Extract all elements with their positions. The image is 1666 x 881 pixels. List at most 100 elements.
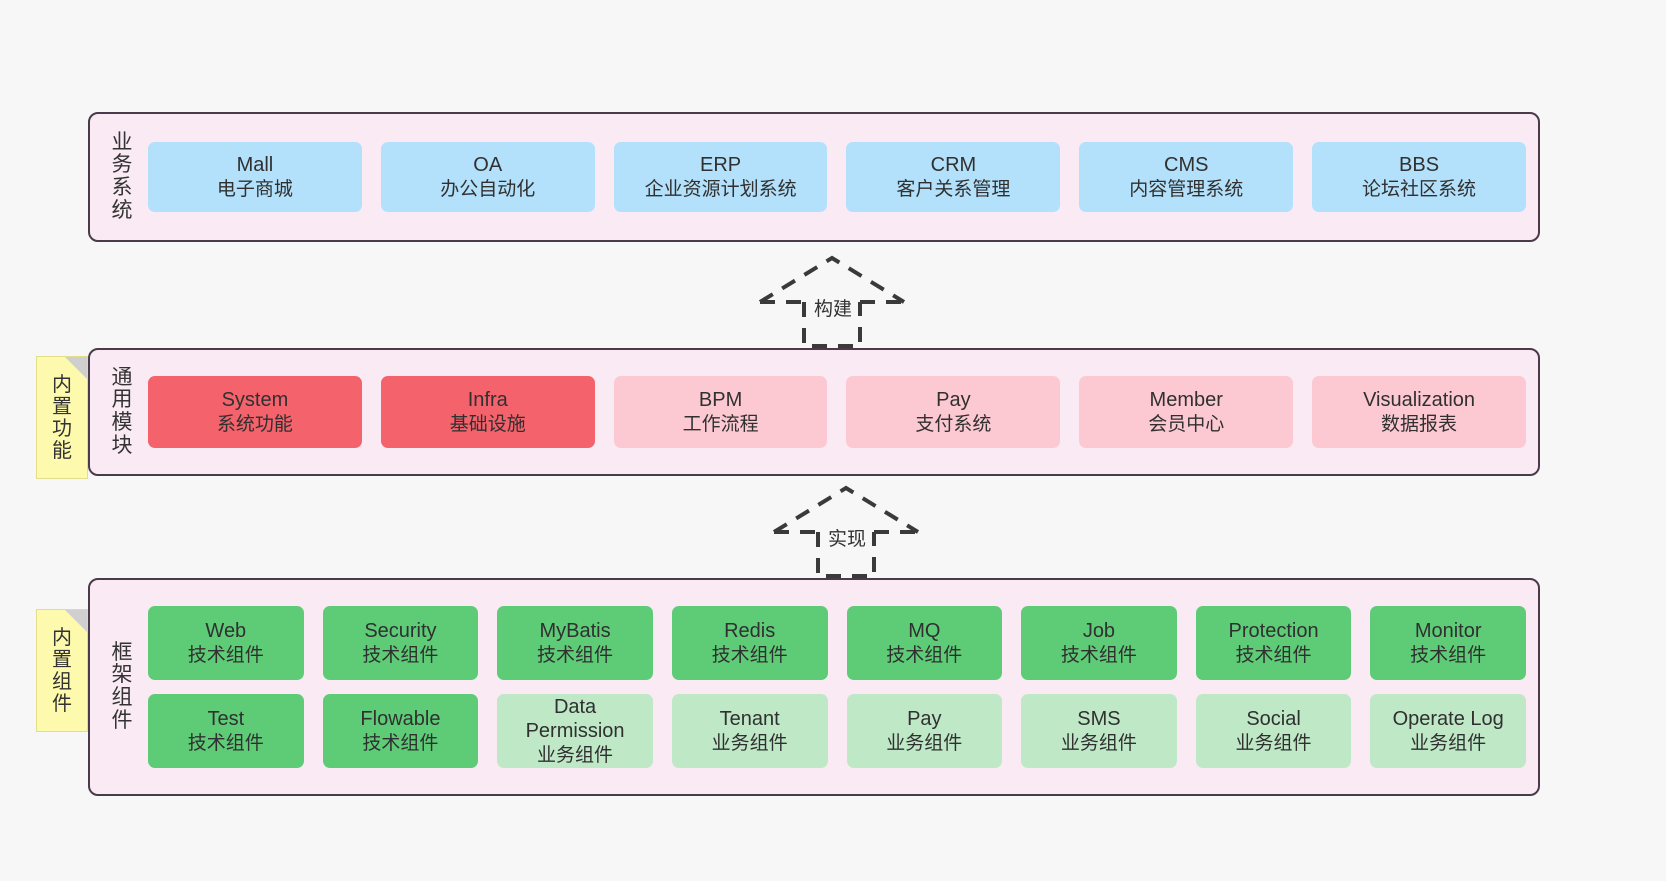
card-subtitle: 技术组件 <box>537 644 614 666</box>
note-char: 置 <box>52 648 72 671</box>
card-title: Mall <box>236 154 274 177</box>
card-bpm[interactable]: BPM 工作流程 <box>613 376 828 448</box>
layer-framework-component: 框 架 组 件 Web 技术组件 Security 技术组件 MyBatis 技… <box>88 578 1540 796</box>
card-title: Security <box>364 620 437 643</box>
layer-business-system-title: 业 务 系 统 <box>102 124 142 230</box>
card-flowable[interactable]: Flowable 技术组件 <box>322 694 479 768</box>
arrow-implement-label: 实现 <box>828 529 867 550</box>
note-char: 内 <box>52 626 72 649</box>
card-mq[interactable]: MQ 技术组件 <box>846 606 1003 680</box>
card-subtitle: 会员中心 <box>1148 413 1225 435</box>
card-subtitle: 技术组件 <box>1060 644 1137 666</box>
card-tenant[interactable]: Tenant 业务组件 <box>671 694 828 768</box>
card-mall[interactable]: Mall 电子商城 <box>148 142 362 212</box>
arrow-implement: 实现 <box>766 482 926 580</box>
title-char: 统 <box>111 198 133 222</box>
note-char: 能 <box>52 439 72 462</box>
card-subtitle: 业务组件 <box>1235 732 1312 754</box>
card-member[interactable]: Member 会员中心 <box>1079 376 1294 448</box>
card-title: Pay <box>907 708 942 731</box>
title-char: 模 <box>111 411 133 434</box>
title-char: 系 <box>111 176 133 199</box>
card-monitor[interactable]: Monitor 技术组件 <box>1370 606 1526 680</box>
card-subtitle: 技术组件 <box>187 644 264 666</box>
card-title: Test <box>207 708 245 731</box>
card-subtitle: 电子商城 <box>216 178 293 200</box>
card-subtitle: 系统功能 <box>216 413 293 435</box>
card-security[interactable]: Security 技术组件 <box>322 606 479 680</box>
layer-framework-component-title: 框 架 组 件 <box>102 590 142 784</box>
card-subtitle: 技术组件 <box>1410 644 1487 666</box>
card-subtitle: 业务组件 <box>1060 732 1137 754</box>
note-fold-icon <box>65 610 87 632</box>
business-cards: Mall 电子商城 OA 办公自动化 ERP 企业资源计划系统 CRM 客户关系… <box>142 124 1526 230</box>
card-subtitle: 技术组件 <box>886 644 963 666</box>
card-infra[interactable]: Infra 基础设施 <box>380 376 595 448</box>
card-subtitle: 基础设施 <box>449 413 526 435</box>
layer-business-system: 业 务 系 统 Mall 电子商城 OA 办公自动化 ERP 企业资源计划系统 … <box>88 112 1540 242</box>
card-row: System 系统功能 Infra 基础设施 BPM 工作流程 Pay 支付系统… <box>148 376 1526 448</box>
card-cms[interactable]: CMS 内容管理系统 <box>1079 142 1294 212</box>
note-char: 置 <box>52 395 72 418</box>
card-title: Infra <box>467 389 508 412</box>
card-redis[interactable]: Redis 技术组件 <box>671 606 828 680</box>
common-cards: System 系统功能 Infra 基础设施 BPM 工作流程 Pay 支付系统… <box>142 360 1526 464</box>
card-title: Social <box>1246 708 1301 731</box>
arrow-build-glyph <box>758 255 906 348</box>
card-pay-component[interactable]: Pay 业务组件 <box>846 694 1003 768</box>
card-subtitle: 客户关系管理 <box>896 178 1011 200</box>
card-web[interactable]: Web 技术组件 <box>148 606 304 680</box>
note-builtin-function: 内 置 功 能 <box>36 356 88 479</box>
card-title: MyBatis <box>539 620 611 643</box>
card-subtitle: 技术组件 <box>362 732 439 754</box>
card-title: Operate Log <box>1392 708 1504 731</box>
card-subtitle: 技术组件 <box>711 644 788 666</box>
card-bbs[interactable]: BBS 论坛社区系统 <box>1312 142 1526 212</box>
card-sms[interactable]: SMS 业务组件 <box>1021 694 1177 768</box>
card-row: Mall 电子商城 OA 办公自动化 ERP 企业资源计划系统 CRM 客户关系… <box>148 142 1526 212</box>
card-title: SMS <box>1077 708 1121 731</box>
card-title: MQ <box>908 620 941 643</box>
card-subtitle: 业务组件 <box>711 732 788 754</box>
card-title: Tenant <box>719 708 780 731</box>
card-social[interactable]: Social 业务组件 <box>1195 694 1352 768</box>
card-protection[interactable]: Protection 技术组件 <box>1195 606 1352 680</box>
layer-common-module: 通 用 模 块 System 系统功能 Infra 基础设施 BPM 工作流程 … <box>88 348 1540 476</box>
title-char: 框 <box>111 640 133 664</box>
card-subtitle: 论坛社区系统 <box>1362 178 1477 200</box>
note-char: 功 <box>52 417 72 440</box>
card-title: Job <box>1082 620 1116 643</box>
card-visualization[interactable]: Visualization 数据报表 <box>1312 376 1526 448</box>
note-char: 内 <box>52 373 72 396</box>
card-title: OA <box>473 154 503 177</box>
card-title: Member <box>1149 389 1223 412</box>
card-subtitle: 技术组件 <box>187 732 264 754</box>
card-subtitle: 业务组件 <box>1410 732 1487 754</box>
card-title: Protection <box>1228 620 1319 643</box>
card-title: Web <box>205 620 247 643</box>
card-title: BBS <box>1399 154 1440 177</box>
card-oa[interactable]: OA 办公自动化 <box>380 142 595 212</box>
card-test[interactable]: Test 技术组件 <box>148 694 304 768</box>
note-char: 组 <box>52 670 72 693</box>
title-char: 用 <box>111 388 133 412</box>
card-system[interactable]: System 系统功能 <box>148 376 362 448</box>
card-job[interactable]: Job 技术组件 <box>1021 606 1177 680</box>
card-crm[interactable]: CRM 客户关系管理 <box>846 142 1061 212</box>
title-char: 务 <box>111 153 133 177</box>
card-title: Flowable <box>360 708 441 731</box>
card-title: Redis <box>724 620 776 643</box>
title-char: 业 <box>111 130 133 154</box>
card-mybatis[interactable]: MyBatis 技术组件 <box>497 606 653 680</box>
layer-common-module-title: 通 用 模 块 <box>102 360 142 464</box>
title-char: 架 <box>111 663 133 687</box>
card-operate-log[interactable]: Operate Log 业务组件 <box>1370 694 1526 768</box>
card-title: Data Permission <box>525 696 625 743</box>
card-subtitle: 支付系统 <box>915 413 992 435</box>
card-title: Monitor <box>1414 620 1482 643</box>
card-erp[interactable]: ERP 企业资源计划系统 <box>613 142 828 212</box>
card-pay-module[interactable]: Pay 支付系统 <box>846 376 1061 448</box>
card-subtitle: 数据报表 <box>1381 413 1458 435</box>
card-data-permission[interactable]: Data Permission 业务组件 <box>497 694 653 768</box>
title-char: 件 <box>111 708 133 732</box>
